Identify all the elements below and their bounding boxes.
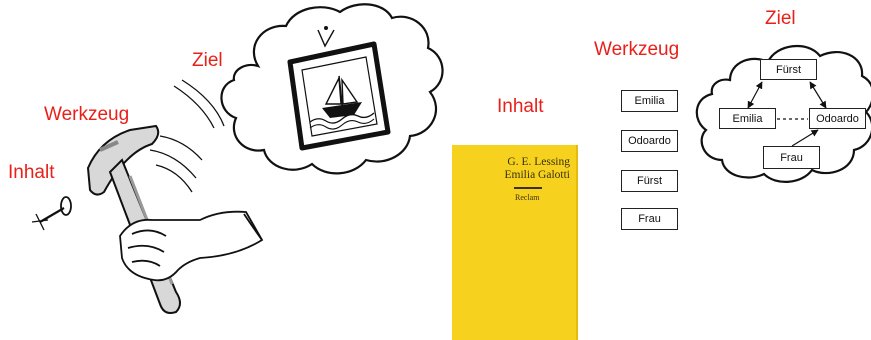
- book-title: Emilia Galotti: [505, 169, 570, 181]
- goal-node-frau: Frau: [763, 146, 820, 169]
- label-inhalt-middle: Inhalt: [497, 97, 543, 116]
- tool-box-fuerst: Fürst: [621, 170, 678, 192]
- tool-box-odoardo: Odoardo: [621, 130, 678, 152]
- tool-box-frau: Frau: [621, 208, 678, 230]
- label-inhalt-left: Inhalt: [8, 163, 54, 182]
- book-divider: [514, 187, 542, 189]
- label-werkzeug-right: Werkzeug: [594, 40, 679, 59]
- label-ziel-left: Ziel: [192, 51, 223, 70]
- label-ziel-right: Ziel: [765, 9, 796, 28]
- book-publisher: Reclam: [515, 193, 539, 202]
- hand-icon: [120, 212, 262, 281]
- goal-node-odoardo: Odoardo: [809, 108, 866, 129]
- motion-lines: [150, 80, 224, 192]
- goal-node-fuerst: Fürst: [760, 59, 817, 80]
- tool-box-emilia: Emilia: [621, 90, 678, 112]
- nail-icon: [32, 197, 71, 230]
- goal-node-emilia: Emilia: [719, 108, 776, 129]
- book-author: G. E. Lessing: [507, 156, 570, 168]
- book-cover: G. E. Lessing Emilia Galotti Reclam: [452, 145, 578, 340]
- label-werkzeug-left: Werkzeug: [44, 105, 129, 124]
